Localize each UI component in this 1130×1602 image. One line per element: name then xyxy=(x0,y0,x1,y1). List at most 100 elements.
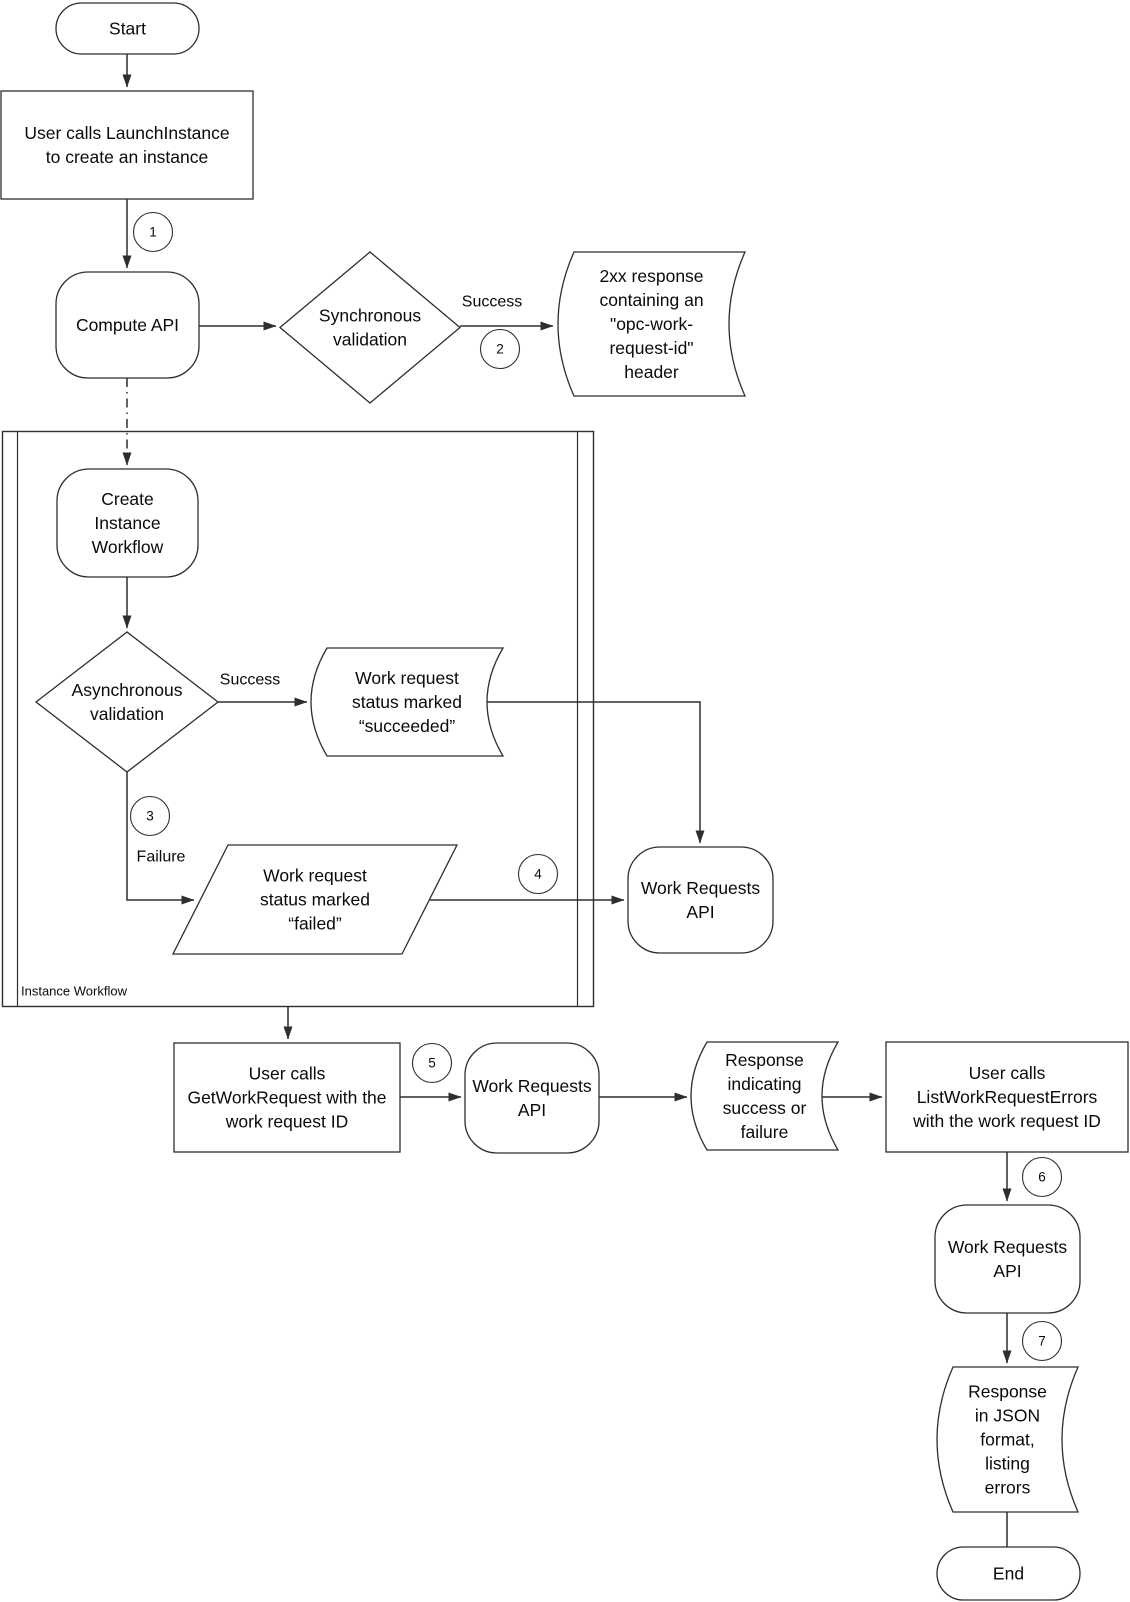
edge-async-validation-failure-to-failed xyxy=(126,772,195,905)
node-label-line: Compute API xyxy=(76,315,179,335)
node-shape-create-instance-workflow xyxy=(56,468,199,578)
node-shape-work-requests-api-3 xyxy=(934,1204,1081,1314)
node-compute-api: Compute API xyxy=(55,271,200,379)
step-badge-6: 6 xyxy=(1021,1156,1063,1198)
node-label-start: Start xyxy=(109,19,146,39)
step-badge-1: 1 xyxy=(132,211,174,253)
node-shape-user-calls-listworkrequesterrors xyxy=(885,1041,1129,1153)
step-badge-4: 4 xyxy=(517,853,559,895)
node-label-work-request-status-succeeded: Work request status marked “succeeded” xyxy=(352,668,462,736)
node-shape-end xyxy=(936,1546,1081,1601)
node-label-line: User calls xyxy=(249,1064,326,1084)
container-outer-border xyxy=(1,430,595,1008)
step-badge-number-4: 4 xyxy=(534,867,542,882)
step-badge-circle-3 xyxy=(129,795,171,837)
node-label-line: Workflow xyxy=(92,537,164,557)
node-label-line: status marked xyxy=(352,692,462,712)
node-label-line: format, xyxy=(980,1430,1034,1450)
node-label-line: header xyxy=(624,362,679,382)
node-label-line: to create an instance xyxy=(46,147,208,167)
node-label-line: Start xyxy=(109,19,146,39)
step-badge-number-2: 2 xyxy=(496,342,504,357)
node-label-line: with the work request ID xyxy=(912,1111,1101,1131)
node-label-line: API xyxy=(686,902,714,922)
node-label-line: request-id" xyxy=(609,338,693,358)
node-shape-work-request-status-succeeded xyxy=(310,647,505,757)
node-label-line: Asynchronous xyxy=(72,680,183,700)
node-label-line: success or xyxy=(723,1098,807,1118)
node-shape-synchronous-validation xyxy=(278,251,462,404)
node-label-line: ListWorkRequestErrors xyxy=(917,1087,1098,1107)
node-label-line: in JSON xyxy=(975,1406,1040,1426)
node-asynchronous-validation: Asynchronous validation xyxy=(34,631,220,773)
step-badge-circle-6 xyxy=(1021,1156,1063,1198)
node-label-line: failure xyxy=(741,1122,789,1142)
node-label-line: End xyxy=(993,1564,1024,1584)
node-shape-response-success-or-failure xyxy=(690,1041,840,1151)
step-badge-3: 3 xyxy=(129,795,171,837)
node-shape-response-2xx-opc-work-request-id xyxy=(557,251,746,397)
node-shape-work-requests-api-1 xyxy=(627,846,774,954)
step-badge-number-6: 6 xyxy=(1038,1170,1046,1185)
node-label-asynchronous-validation: Asynchronous validation xyxy=(72,680,183,724)
step-badge-number-5: 5 xyxy=(428,1056,436,1071)
node-label-line: indicating xyxy=(728,1074,802,1094)
node-label-line: Response xyxy=(725,1050,804,1070)
node-label-line: Create xyxy=(101,489,154,509)
node-label-line: API xyxy=(518,1100,546,1120)
step-badge-5: 5 xyxy=(411,1042,453,1084)
node-label-line: API xyxy=(993,1261,1021,1281)
node-label-line: Work Requests xyxy=(641,878,761,898)
step-badge-2: 2 xyxy=(479,328,521,370)
node-label-line: containing an xyxy=(599,290,703,310)
step-badge-7: 7 xyxy=(1021,1320,1063,1362)
node-end: End xyxy=(936,1546,1081,1601)
node-shape-user-calls-launchinstance xyxy=(0,90,254,200)
step-badge-circle-1 xyxy=(132,211,174,253)
node-label-synchronous-validation: Synchronous validation xyxy=(319,306,421,350)
edge-succeeded-to-work-requests-api xyxy=(487,701,705,844)
node-label-line: validation xyxy=(333,330,407,350)
node-shape-work-request-status-failed xyxy=(171,844,459,955)
label-success-sync: Success xyxy=(462,294,522,311)
node-shape-response-json-listing-errors xyxy=(936,1366,1079,1513)
step-badge-number-3: 3 xyxy=(146,809,154,824)
node-label-response-success-or-failure: Response indicating success or failure xyxy=(723,1050,807,1142)
node-shape-compute-api xyxy=(55,271,200,379)
node-label-line: GetWorkRequest with the xyxy=(187,1088,386,1108)
node-label-line: validation xyxy=(90,704,164,724)
node-label-line: “succeeded” xyxy=(359,716,455,736)
node-label-line: Work Requests xyxy=(472,1076,592,1096)
step-badge-circle-4 xyxy=(517,853,559,895)
node-label-line: Synchronous xyxy=(319,306,421,326)
step-badge-circle-5 xyxy=(411,1042,453,1084)
node-label-compute-api: Compute API xyxy=(76,315,179,335)
node-shape-user-calls-getworkrequest xyxy=(173,1042,401,1153)
step-badge-number-7: 7 xyxy=(1038,1334,1046,1349)
node-label-line: "opc-work- xyxy=(610,314,693,334)
node-label-line: Work request xyxy=(355,668,459,688)
node-label-line: Instance xyxy=(94,513,160,533)
step-badge-circle-2 xyxy=(479,328,521,370)
node-label-end: End xyxy=(993,1564,1024,1584)
node-label-line: status marked xyxy=(260,890,370,910)
